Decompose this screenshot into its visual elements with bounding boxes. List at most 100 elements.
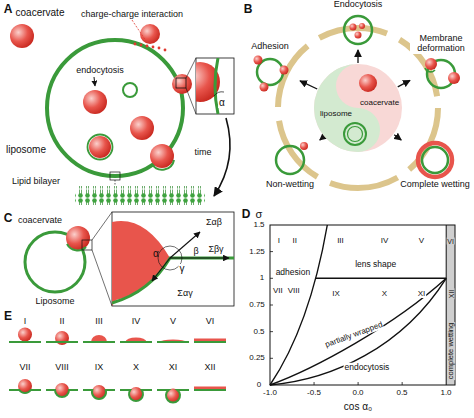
drawing-line — [270, 331, 273, 332]
drawing-path — [46, 390, 78, 397]
node-label: Endocytosis — [333, 0, 384, 10]
drawing-line — [92, 212, 112, 240]
drawing-line — [358, 382, 359, 385]
phase-diagram — [270, 225, 455, 385]
drawing-circle — [350, 23, 357, 30]
drawing-line — [194, 341, 226, 343]
drawing-circle — [448, 72, 460, 84]
drawing-line — [170, 257, 229, 258]
label-text: V — [169, 317, 177, 326]
label-text: 1 — [259, 274, 265, 282]
label-text: IV — [131, 317, 142, 326]
drawing-rect — [176, 78, 186, 88]
state-node: Endocytosis — [323, 0, 393, 50]
drawing-g — [270, 252, 402, 385]
drawing-circle — [418, 143, 452, 177]
label-text: 1.25 — [248, 248, 266, 256]
drawing-line — [270, 278, 273, 279]
drawing-circle — [150, 144, 174, 168]
label-text: Liposome — [34, 297, 75, 306]
label-text: XI — [168, 363, 179, 372]
label-text: Σβγ — [207, 245, 224, 254]
drawing-circle — [10, 24, 34, 48]
drawing-circle — [172, 74, 192, 94]
drawing-path — [120, 390, 152, 401]
drawing-line — [316, 278, 447, 279]
label-text: 0 — [256, 381, 262, 389]
drawing-path — [270, 225, 327, 385]
state-node: Non-wetting — [255, 140, 325, 190]
node-label: Membrane deformation — [410, 34, 472, 54]
label-text: III — [94, 317, 104, 326]
drawing-circle — [260, 82, 269, 91]
label-text: VIII — [287, 287, 301, 295]
label-text: Σαγ — [176, 289, 193, 298]
label-text: Σαβ — [205, 218, 223, 227]
drawing-path — [425, 68, 435, 72]
state-node: Complete wetting — [398, 140, 472, 190]
label-text: IX — [331, 290, 341, 298]
state-icon — [421, 54, 461, 94]
drawing-path — [112, 258, 234, 303]
transition-arrow — [300, 81, 317, 89]
drawing-path — [112, 221, 170, 306]
label-text: cos α₀ — [343, 402, 373, 412]
drawing-circle — [88, 135, 113, 160]
wetting-morphologies — [9, 328, 226, 403]
node-label: Complete wetting — [399, 180, 471, 190]
drawing-line — [92, 250, 112, 306]
state-icon — [415, 140, 455, 180]
label-text: X — [381, 290, 388, 298]
drawing-path — [270, 278, 446, 385]
node-label: coacervate — [359, 99, 400, 108]
drawing-line — [115, 180, 116, 186]
label-text: XII — [447, 289, 454, 300]
drawing-line — [170, 232, 200, 258]
label-text: X — [132, 363, 140, 372]
label-text: endocytosis — [75, 66, 125, 75]
drawing-circle — [359, 23, 365, 29]
panel-a-art — [10, 20, 234, 205]
label-text: α — [218, 98, 226, 108]
drawing-path — [157, 390, 189, 403]
label-text: γ — [179, 264, 186, 274]
drawing-circle — [140, 44, 143, 47]
drawing-circle — [355, 31, 362, 38]
drawing-circle — [422, 147, 448, 173]
label-text: VII — [18, 363, 31, 372]
drawing-circle — [254, 55, 263, 64]
state-icon — [270, 140, 310, 180]
label-text: charge-charge interaction — [80, 10, 184, 19]
drawing-line — [132, 20, 146, 41]
drawing-circle — [18, 328, 32, 342]
label-text: Lipid bilayer — [11, 177, 61, 186]
drawing-path — [214, 118, 230, 196]
drawing-circle — [130, 116, 154, 140]
drawing-circle — [344, 123, 366, 145]
label-text: I — [23, 317, 28, 326]
label-text: II — [291, 237, 297, 245]
label-text: VI — [205, 317, 216, 326]
label-text: III — [336, 237, 345, 245]
label-text: 0.5 — [395, 389, 408, 397]
label-text: 1.5 — [252, 221, 265, 229]
label-text: XI — [417, 290, 427, 298]
drawing-line — [314, 382, 315, 385]
drawing-circle — [359, 74, 377, 92]
transition-arrow — [357, 50, 358, 63]
drawing-circle — [123, 83, 137, 97]
label-text: -0.5 — [306, 389, 322, 397]
drawing-path — [83, 390, 115, 399]
node-label: Adhesion — [250, 42, 290, 52]
label-text: VIII — [54, 363, 70, 372]
drawing-path — [314, 64, 380, 152]
drawing-rect — [112, 212, 234, 306]
drawing-circle — [47, 40, 183, 176]
label-text: endocytosis — [343, 363, 390, 372]
drawing-line — [152, 258, 170, 281]
label-text: β — [192, 247, 199, 256]
label-text: complete wetting — [447, 322, 455, 380]
drawing-line — [9, 341, 41, 343]
drawing-line — [186, 58, 196, 78]
